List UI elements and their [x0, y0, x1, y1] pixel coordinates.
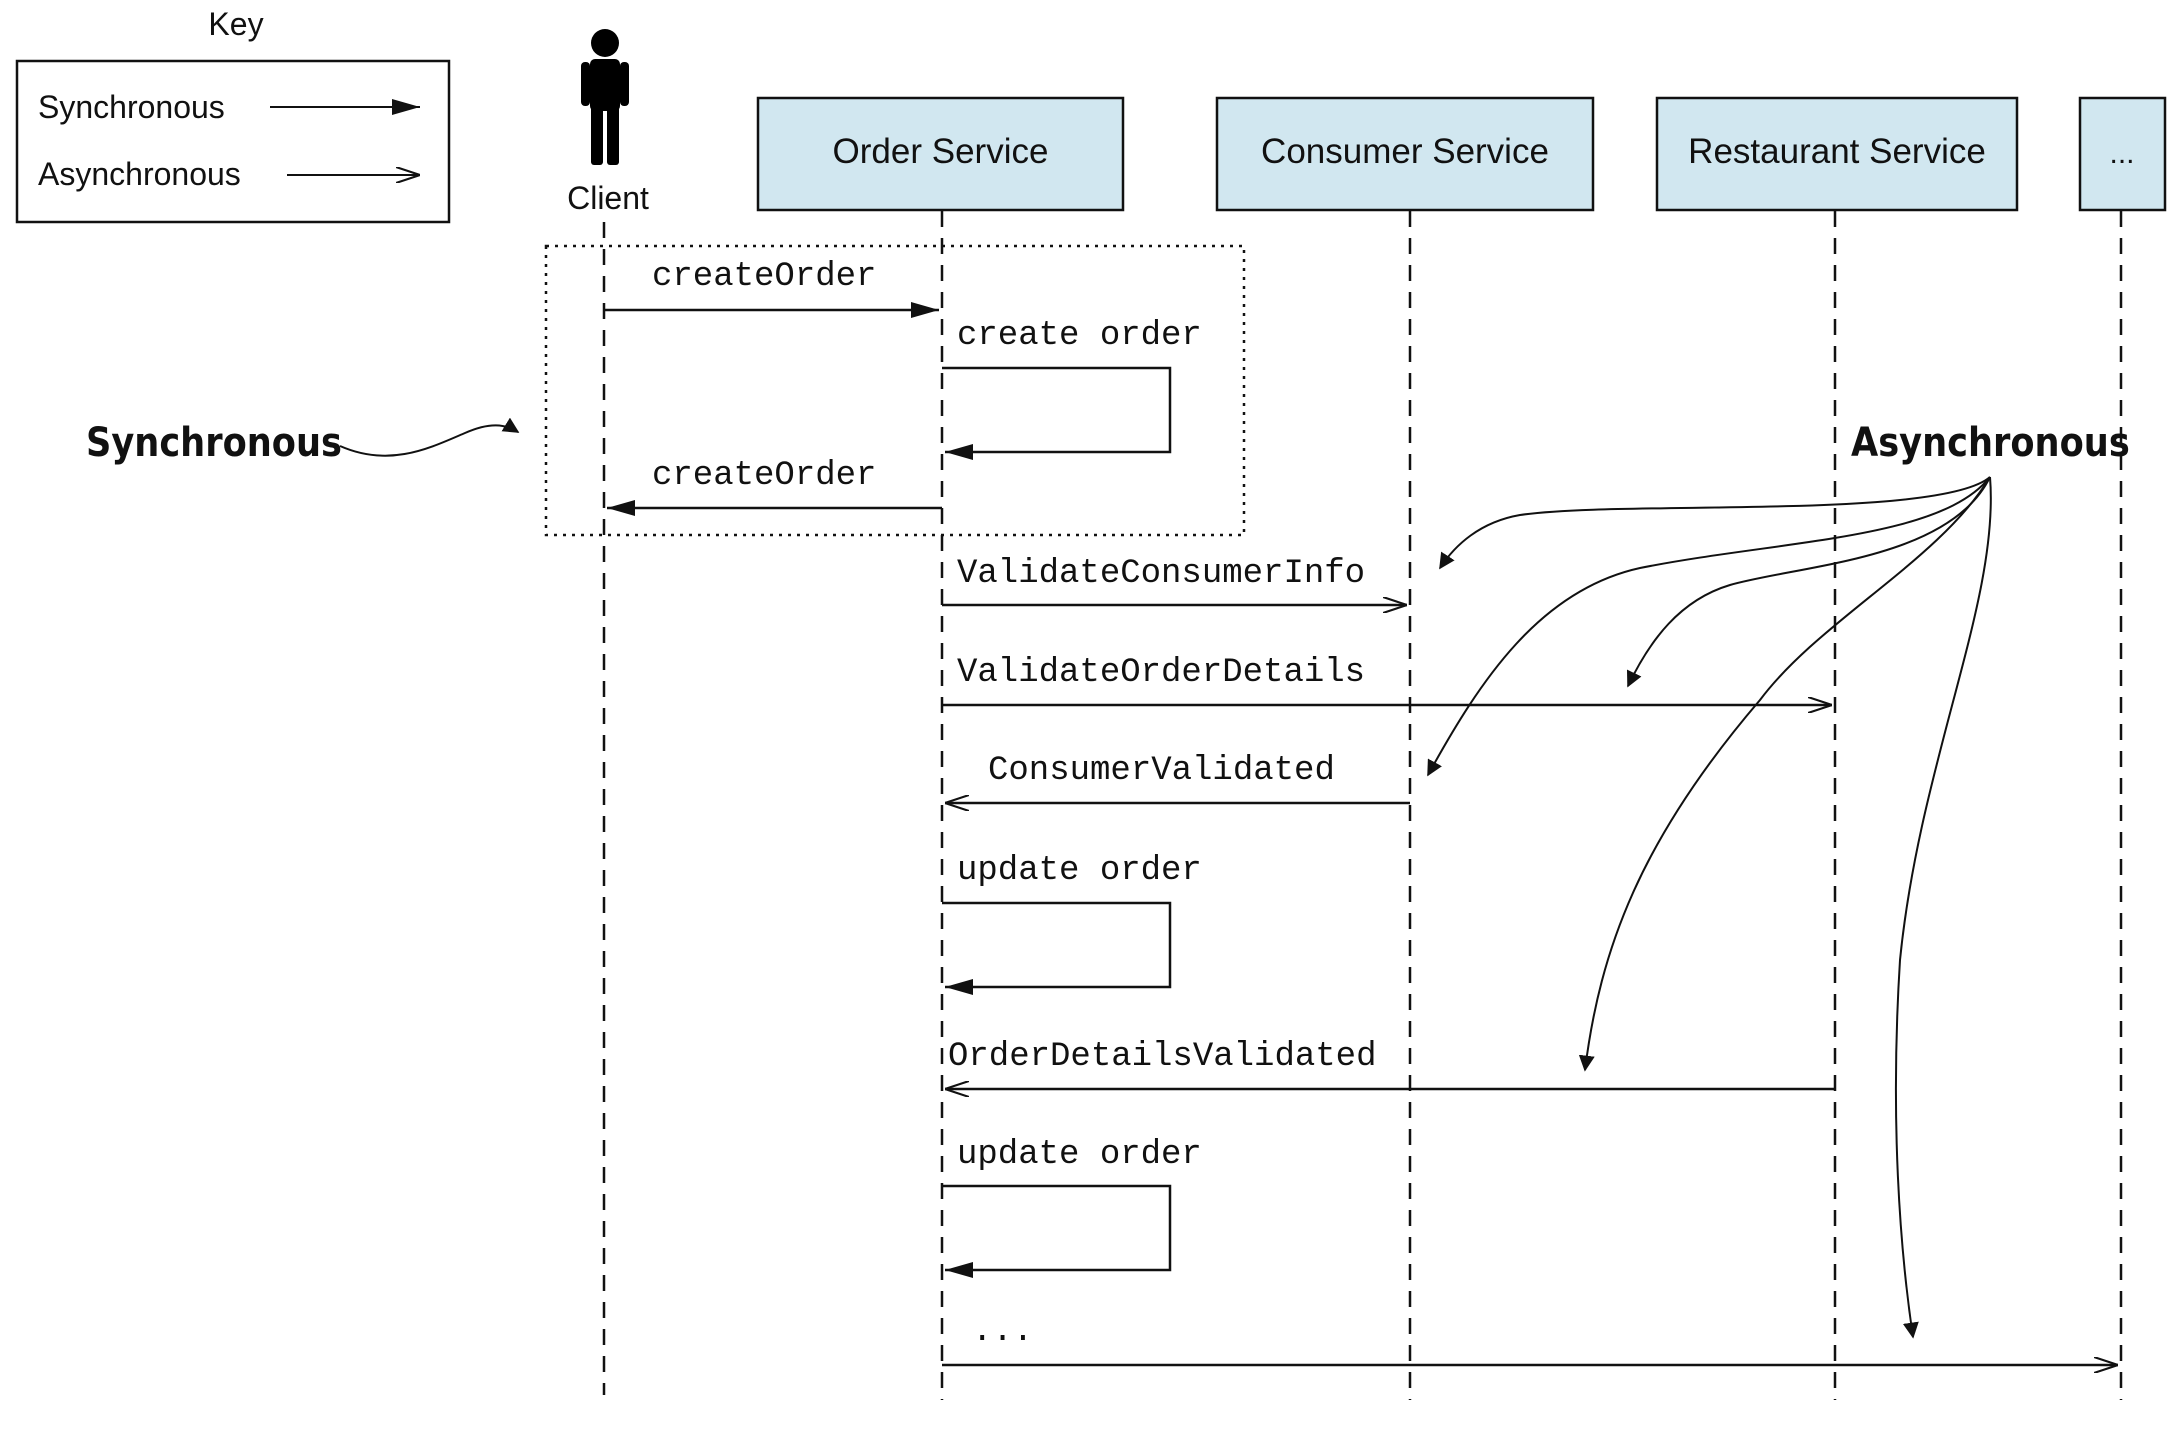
consumer-validated-label: ConsumerValidated [988, 752, 1335, 790]
service-label: Restaurant Service [1688, 132, 1986, 171]
async-pointer-consumer-info [1439, 476, 1991, 570]
create-order-self-call-arrow [942, 366, 1172, 460]
more-messages-label: ... [972, 1313, 1033, 1351]
service-label: Order Service [833, 132, 1049, 171]
service-label: Consumer Service [1261, 132, 1549, 171]
lifelines [602, 211, 2123, 1400]
asynchronous-pointer-arrows [1427, 476, 1992, 1339]
client-label: Client [567, 180, 649, 216]
async-pointer-order-details [1626, 476, 1991, 688]
key-synchronous-label: Synchronous [38, 89, 225, 125]
service-box [1215, 96, 1595, 212]
async-pointer-consumer-validated [1427, 476, 1991, 777]
async-pointer-order-details-validated [1578, 476, 1991, 1072]
update-order-1-label: update order [957, 852, 1202, 890]
service-box [1655, 96, 2019, 212]
messages [604, 302, 2118, 1365]
service-box [756, 96, 1125, 212]
synchronous-annotation-label: Synchronous [86, 419, 342, 466]
order-details-validated-label: OrderDetailsValidated [948, 1038, 1376, 1076]
asynchronous-annotation-label: Asynchronous [1851, 419, 2130, 466]
service-label: ... [2109, 137, 2134, 170]
update-order-2-label: update order [957, 1136, 1202, 1174]
create-order-request-label: createOrder [652, 258, 876, 296]
create-order-self-label: create order [957, 317, 1202, 355]
service-more: ... [2078, 96, 2167, 212]
validate-consumer-info-label: ValidateConsumerInfo [957, 555, 1365, 593]
synchronous-pointer-arrow [339, 417, 520, 457]
service-consumer: Consumer Service [1215, 96, 1595, 212]
key-asynchronous-label: Asynchronous [38, 156, 241, 192]
service-restaurant: Restaurant Service [1655, 96, 2019, 212]
key-title: Key [208, 6, 263, 42]
synchronous-group-box [544, 244, 1246, 537]
validate-order-details-label: ValidateOrderDetails [957, 654, 1365, 692]
update-order-1-self-call-arrow [942, 901, 1172, 995]
update-order-2-self-call-arrow [942, 1184, 1172, 1278]
create-order-response-label: createOrder [652, 457, 876, 495]
client-actor: Client [567, 29, 649, 216]
key-legend: Key Synchronous Asynchronous [15, 6, 451, 224]
message-labels: createOrder create order createOrder Val… [652, 258, 1376, 1351]
async-pointer-more [1894, 476, 1992, 1339]
key-box [15, 59, 451, 224]
person-icon [581, 29, 629, 165]
asynchronous-annotation: Asynchronous [1427, 419, 2130, 1339]
service-box [2078, 96, 2167, 212]
synchronous-annotation: Synchronous [86, 417, 520, 466]
service-order: Order Service [756, 96, 1125, 212]
